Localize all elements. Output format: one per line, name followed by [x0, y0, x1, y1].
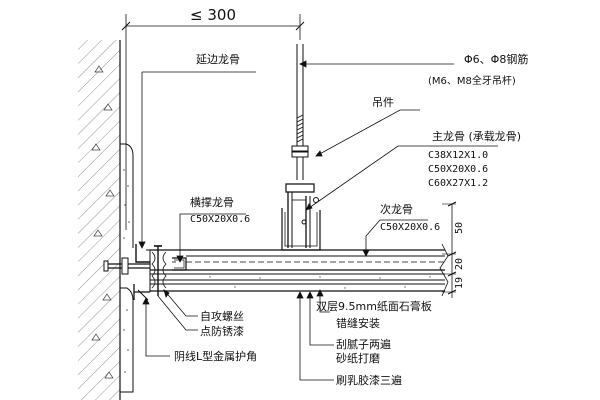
- dim-19: 19: [454, 277, 465, 289]
- edge-keel: [135, 244, 150, 263]
- label-hanger: 吊件: [372, 96, 394, 109]
- dim-50: 50: [454, 222, 465, 234]
- label-screw: 自攻螺丝: [200, 309, 244, 323]
- label-putty: 刮腻子两遍: [336, 337, 391, 351]
- label-staggered: 错缝安装: [336, 316, 380, 330]
- dimension-label: ≤ 300: [190, 6, 236, 24]
- label-secondary-keel: 次龙骨: [380, 202, 413, 216]
- label-board: 双层9.5mm纸面石膏板: [316, 299, 432, 313]
- hanger-bracket: [281, 183, 321, 251]
- leader-lines: [138, 60, 498, 381]
- wall: [78, 40, 121, 400]
- label-main-spec2: C50X20X0.6: [428, 164, 488, 175]
- label-edge-keel: 延边龙骨: [196, 53, 240, 66]
- label-rod: Φ6、Φ8钢筋: [464, 52, 528, 66]
- label-rod-sub: (M6、M8全牙吊杆): [428, 74, 516, 87]
- label-main-spec1: C38X12X1.0: [428, 150, 488, 161]
- gypsum-board-layers: [150, 243, 449, 297]
- label-sanding: 砂纸打磨: [336, 351, 380, 365]
- l-corner-guard: [133, 284, 150, 301]
- hanging-rod: [291, 44, 309, 180]
- right-dimension: 50 20 19: [442, 201, 465, 298]
- label-secondary-spec: C50X20X0.6: [380, 222, 440, 233]
- label-latex: 刷乳胶漆三遍: [336, 373, 402, 387]
- label-cross-spec: C50X20X0.6: [190, 214, 250, 225]
- dim-20: 20: [454, 258, 465, 270]
- self-tapping-screws: [146, 245, 167, 296]
- annotations: 延边龙骨 Φ6、Φ8钢筋 (M6、M8全牙吊杆) 吊件 主龙骨 (承载龙骨) C…: [174, 52, 528, 387]
- label-cross-keel: 横撑龙骨: [190, 195, 234, 209]
- label-corner-guard: 阴线L型金属护角: [174, 349, 257, 363]
- secondary-keel: [150, 249, 445, 271]
- top-dimension: ≤ 300: [121, 6, 305, 230]
- label-main-keel: 主龙骨 (承载龙骨): [432, 130, 521, 143]
- label-rustproof: 点防锈漆: [200, 324, 244, 338]
- wall-anchor-bolt: [103, 257, 150, 275]
- label-main-spec3: C60X27X1.2: [428, 178, 488, 189]
